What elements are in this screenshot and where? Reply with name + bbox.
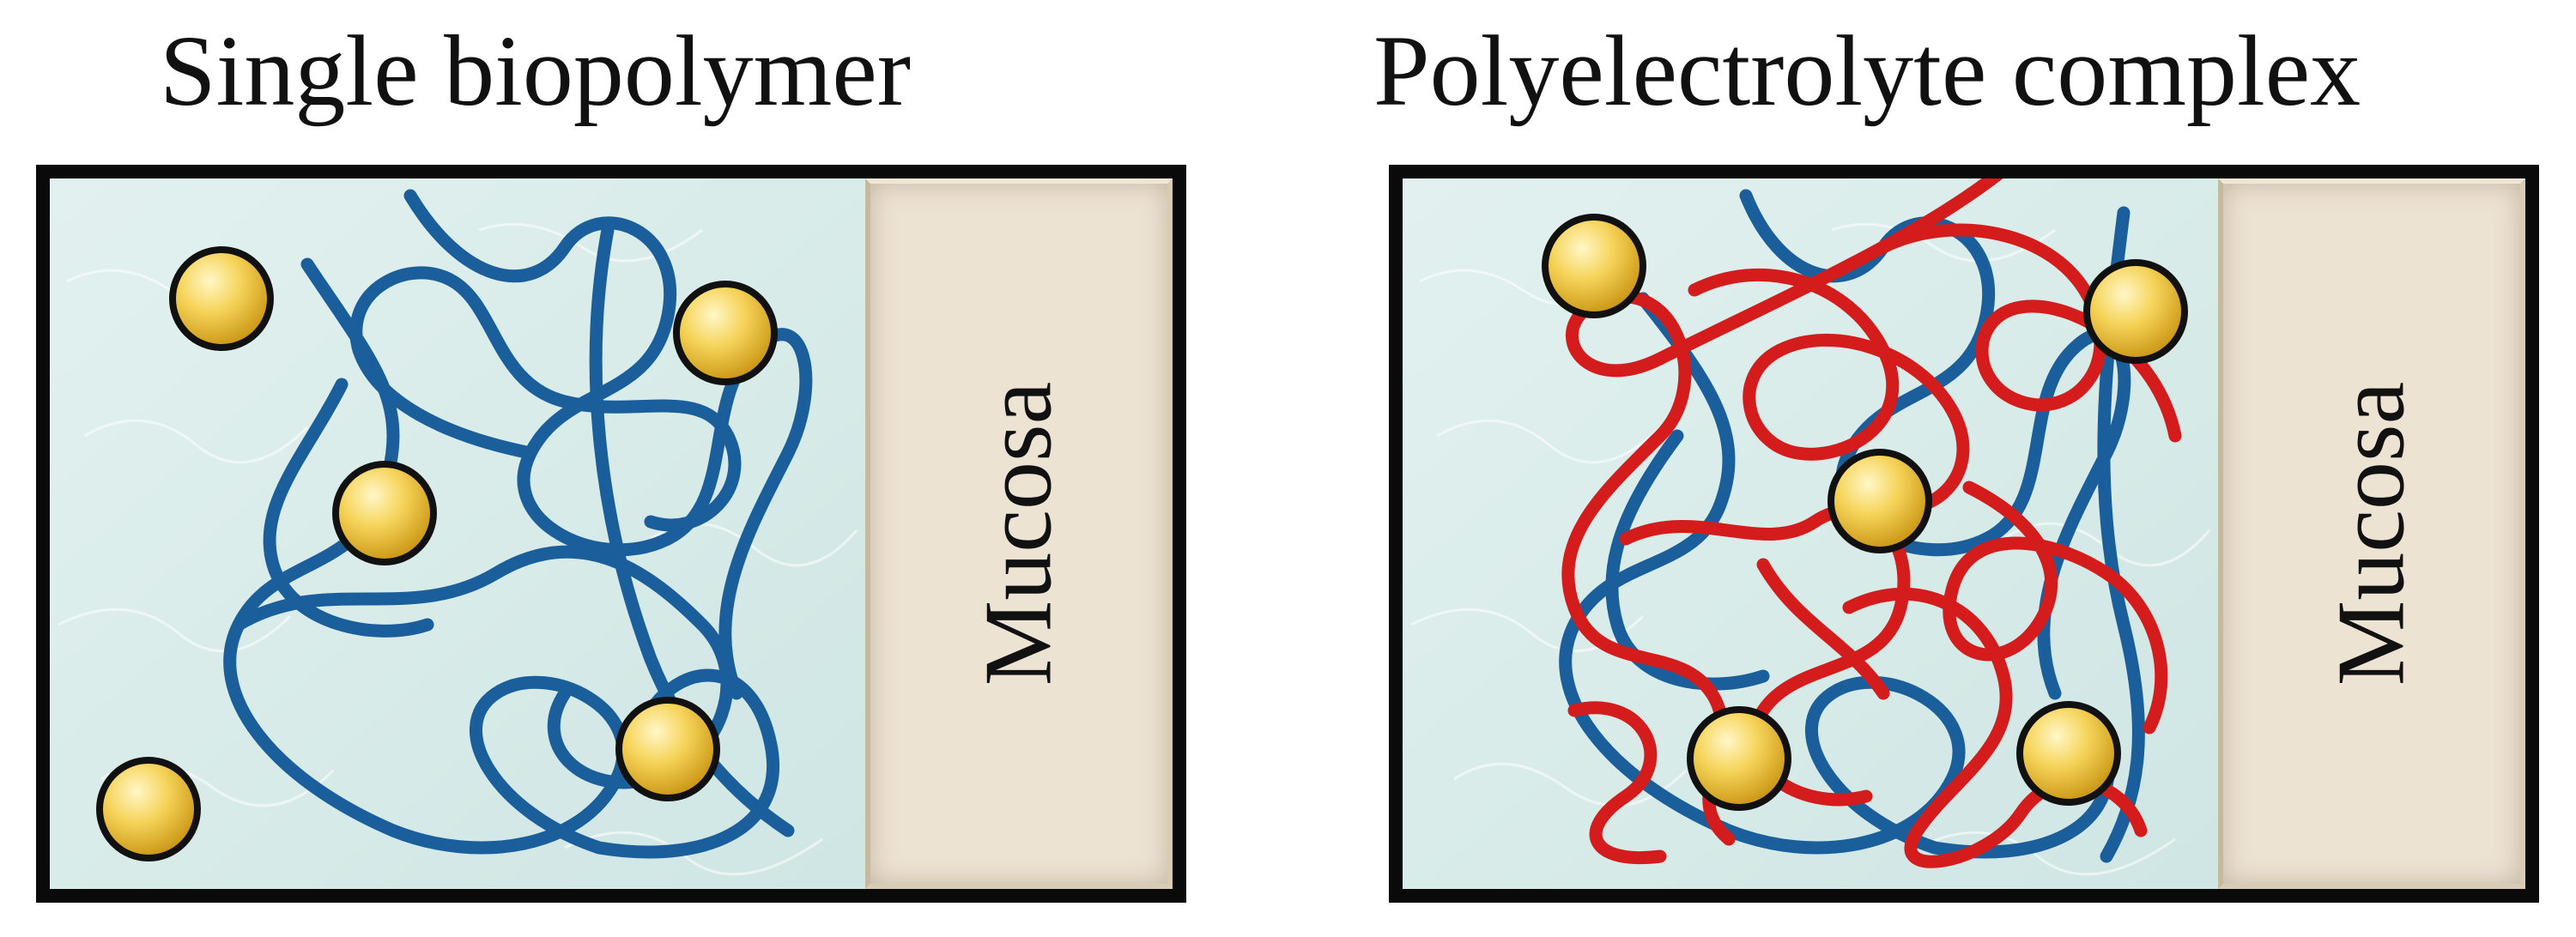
mucosa-layer: Mucosa [2218,178,2525,889]
drug-particle [169,246,274,351]
drug-particles [96,246,778,861]
single-biopolymer-title: Single biopolymer [160,15,912,127]
drug-particle [615,697,720,801]
polyelectrolyte-complex-title: Polyelectrolyte complex [1373,15,2361,127]
drug-particle [332,461,437,565]
drug-particle [1687,706,1791,811]
drug-particle [673,281,778,385]
single-biopolymer-panel: Mucosa [36,165,1186,903]
drug-particle [96,757,201,861]
drug-particle [2016,701,2121,806]
drug-particles [1542,214,2188,811]
polymer-network [96,189,813,861]
drug-particle [1827,449,1932,553]
drug-particle [1542,214,1646,318]
polymer-network [1542,178,2188,868]
polyelectrolyte-complex-panel: Mucosa [1389,165,2539,903]
mucosa-layer: Mucosa [865,178,1173,889]
drug-particle [2083,259,2188,364]
red-polyelectrolyte-chain [1561,178,2182,868]
